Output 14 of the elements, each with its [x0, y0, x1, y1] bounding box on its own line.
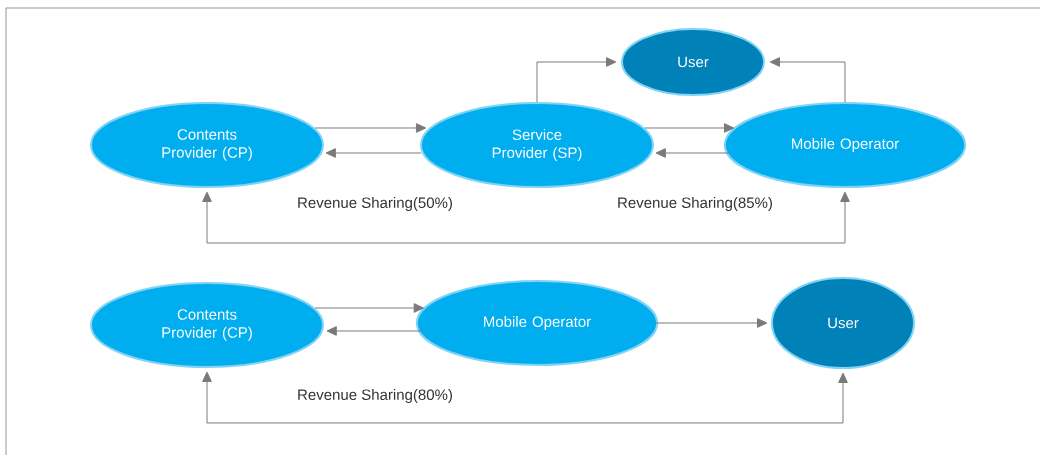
revenue-label: Revenue Sharing(80%): [298, 389, 452, 403]
arrow: [314, 303, 424, 313]
revenue-label: Revenue Sharing(50%): [298, 197, 452, 211]
arrow: [654, 318, 768, 328]
arrow: [325, 148, 422, 158]
arrow: [536, 57, 617, 103]
arrow: [202, 371, 848, 424]
revenue-label: Revenue Sharing(85%): [618, 197, 772, 211]
arrow: [314, 123, 427, 133]
arrow: [644, 123, 735, 133]
arrow: [326, 326, 422, 336]
arrow: [769, 57, 846, 103]
arrow: [202, 191, 850, 244]
arrow: [655, 148, 730, 158]
